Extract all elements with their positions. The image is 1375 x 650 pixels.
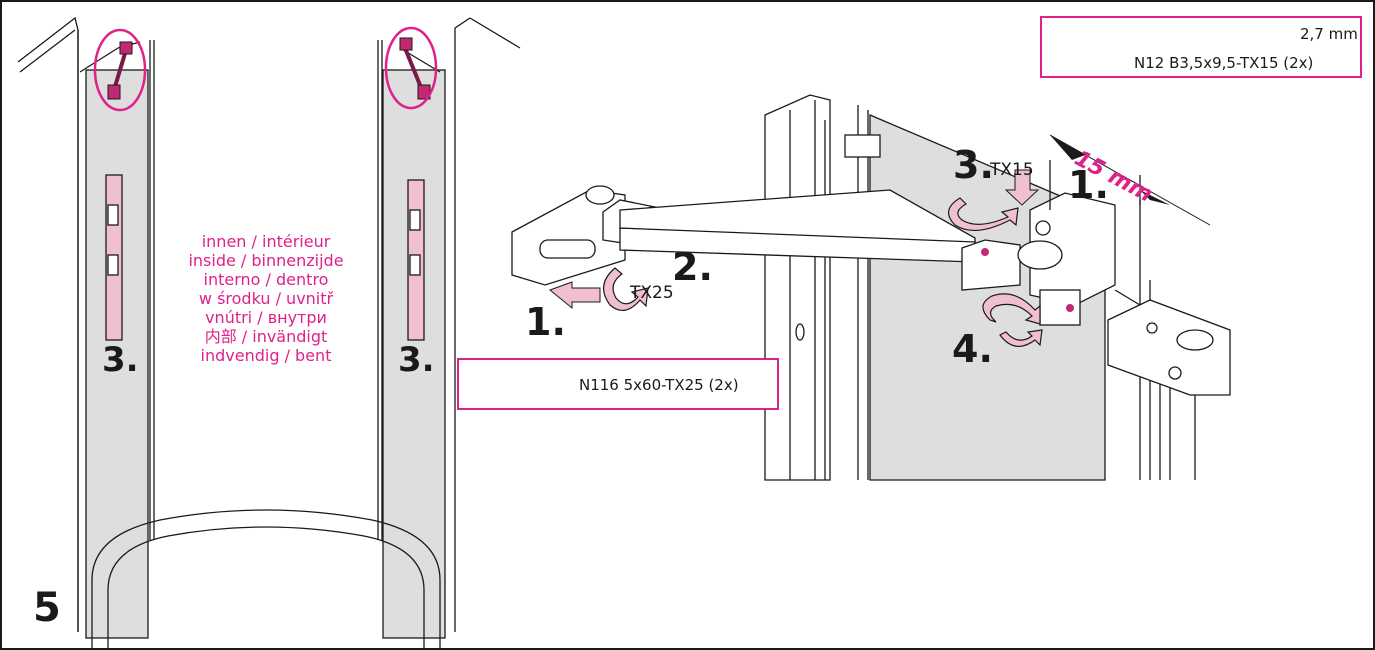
left-glass-panel bbox=[85, 69, 149, 639]
push-arrow-left bbox=[549, 281, 601, 310]
parts-box-top: 2,7 mm N12 B3,5x9,5-TX15 (2x) bbox=[1040, 16, 1362, 78]
torx-label-tx25: TX25 bbox=[630, 283, 674, 303]
shower-step-left: 3. bbox=[102, 340, 139, 380]
torx-label-tx15: TX15 bbox=[990, 160, 1034, 180]
bracket-detail-drawing bbox=[511, 94, 1231, 481]
step-turn-right: 3. bbox=[953, 143, 994, 187]
small-screw-label: N12 B3,5x9,5-TX15 (2x) bbox=[1134, 54, 1314, 72]
long-screw-label: N116 5x60-TX25 (2x) bbox=[579, 376, 739, 394]
screw-mark-lower bbox=[1066, 304, 1074, 312]
rotate-arrow-tx25 bbox=[603, 267, 649, 311]
step-push-right: 1. bbox=[1068, 163, 1109, 207]
push-arrow-down bbox=[1004, 169, 1040, 206]
drill-size-label: 2,7 mm bbox=[1300, 25, 1358, 43]
step-push-left: 1. bbox=[525, 300, 566, 344]
inside-label: innen / intérieur inside / binnenzijde i… bbox=[188, 232, 344, 365]
parts-box-bottom: N116 5x60-TX25 (2x) bbox=[457, 358, 779, 410]
rotate-arrow-4 bbox=[982, 293, 1041, 325]
step-number: 5 bbox=[33, 585, 61, 631]
rotate-arrow-tx15 bbox=[948, 197, 1019, 231]
shower-enclosure-drawing bbox=[17, 16, 521, 648]
rotate-arrow-4b bbox=[999, 329, 1043, 347]
measure-arrow-left bbox=[1050, 135, 1085, 160]
right-stabilizer-highlight bbox=[384, 26, 438, 110]
shower-step-right: 3. bbox=[398, 340, 435, 380]
measure-arrow-right bbox=[1140, 190, 1170, 205]
step-turn-left: 2. bbox=[672, 245, 713, 289]
step-turn-bottom: 4. bbox=[952, 327, 993, 371]
left-stabilizer-highlight bbox=[93, 28, 147, 112]
screw-mark-center bbox=[981, 248, 989, 256]
